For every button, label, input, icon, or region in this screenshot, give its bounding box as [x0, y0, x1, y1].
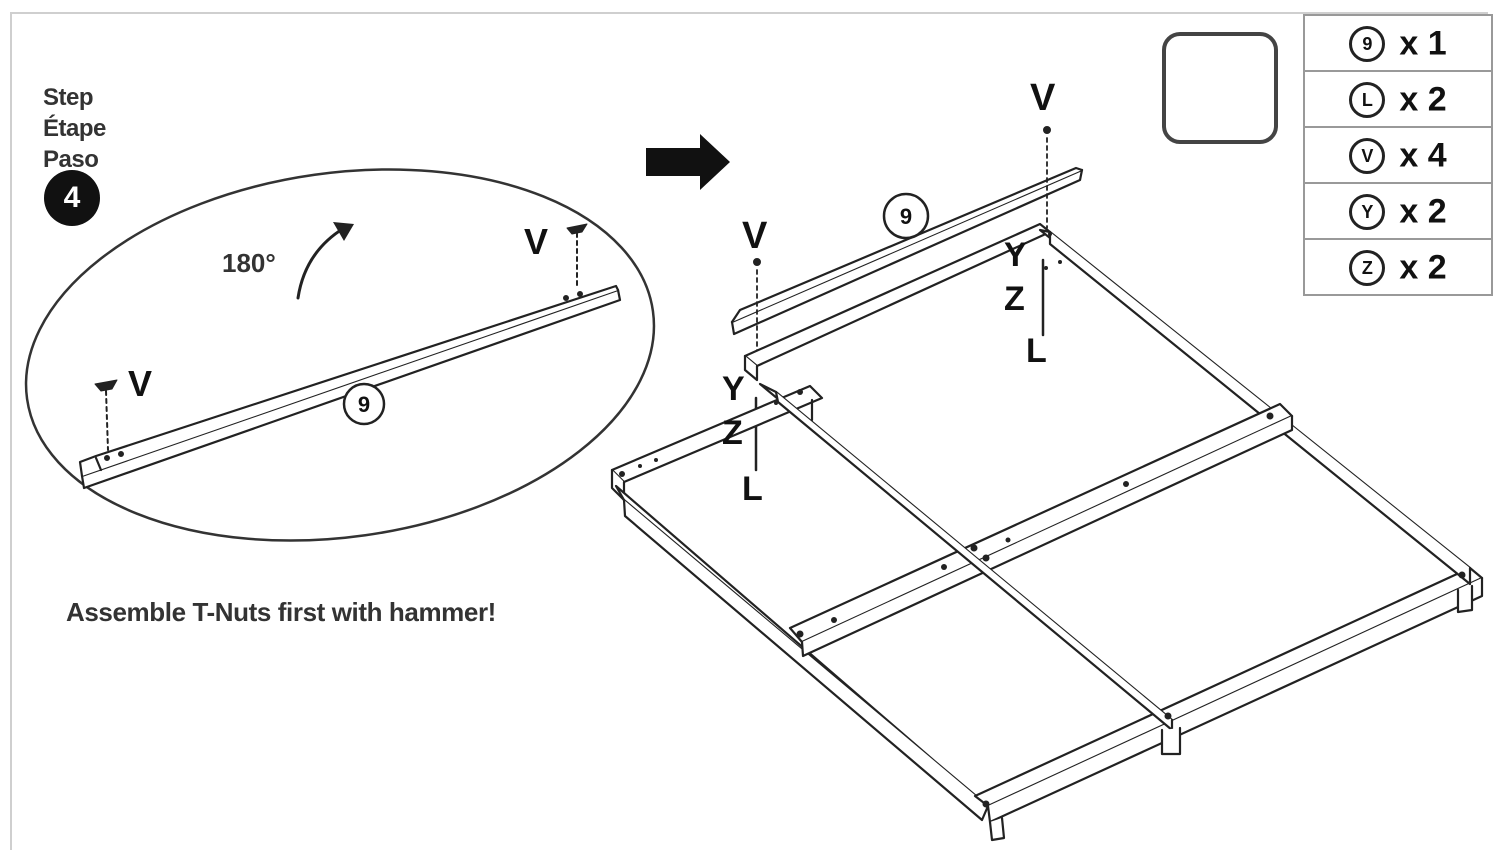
detail-rail-part-9 — [78, 284, 622, 490]
detail-callout-ellipse — [24, 168, 656, 542]
nut-label-z-left: Z — [722, 414, 743, 452]
pointer-arrow-icon — [646, 134, 730, 190]
part-quantity: x 2 — [1399, 192, 1447, 231]
part-quantity: x 1 — [1399, 24, 1447, 63]
tool-box — [1162, 32, 1278, 144]
assembly-part-label: 9 — [900, 204, 912, 229]
step-label-block: Step Étape Paso — [43, 82, 106, 175]
detail-fastener-label-left: V — [128, 363, 152, 404]
nut-label-l-left: L — [742, 470, 763, 508]
part-id-tag: 9 — [1349, 25, 1386, 62]
part-id-tag: Y — [1349, 193, 1386, 230]
rotation-label: 180° — [222, 248, 276, 278]
part-quantity: x 4 — [1399, 136, 1447, 175]
step-number-badge: 4 — [44, 170, 100, 226]
parts-row: 9 x 1 — [1303, 14, 1493, 72]
assembly-fastener-label-left: V — [742, 215, 768, 257]
diagram-frame — [10, 12, 1488, 850]
bed-frame-assembly — [610, 222, 1484, 842]
detail-tnut-left-icon — [94, 379, 118, 451]
step-label-es: Paso — [43, 146, 99, 173]
step-label-en: Step — [43, 84, 94, 111]
rotation-arrowhead — [333, 222, 354, 241]
parts-cell: 9 x 1 — [1303, 14, 1493, 72]
nut-label-y-right: Y — [1004, 236, 1027, 274]
step-label-fr: Étape — [43, 115, 106, 142]
part-quantity: x 2 — [1399, 248, 1447, 287]
top-rail-part-9 — [730, 166, 1084, 336]
instruction-text: Assemble T-Nuts first with hammer! — [66, 597, 496, 627]
assembly-fastener-label-right: V — [1030, 77, 1056, 119]
top-rail-part-tag-circle — [882, 192, 930, 240]
nut-label-l-right: L — [1026, 332, 1047, 370]
nut-label-z-right: Z — [1004, 280, 1025, 318]
part-id-tag: L — [1349, 81, 1386, 118]
detail-part-label: 9 — [358, 392, 370, 417]
part-id-tag: V — [1349, 137, 1386, 174]
part-id-tag: Z — [1349, 249, 1386, 286]
detail-part-tag-circle — [342, 382, 386, 426]
nut-label-y-left: Y — [722, 370, 745, 408]
rotation-arrow-icon — [296, 226, 346, 300]
detail-fastener-label-right: V — [524, 221, 548, 262]
detail-tnut-right-icon — [566, 223, 588, 287]
part-quantity: x 2 — [1399, 80, 1447, 119]
